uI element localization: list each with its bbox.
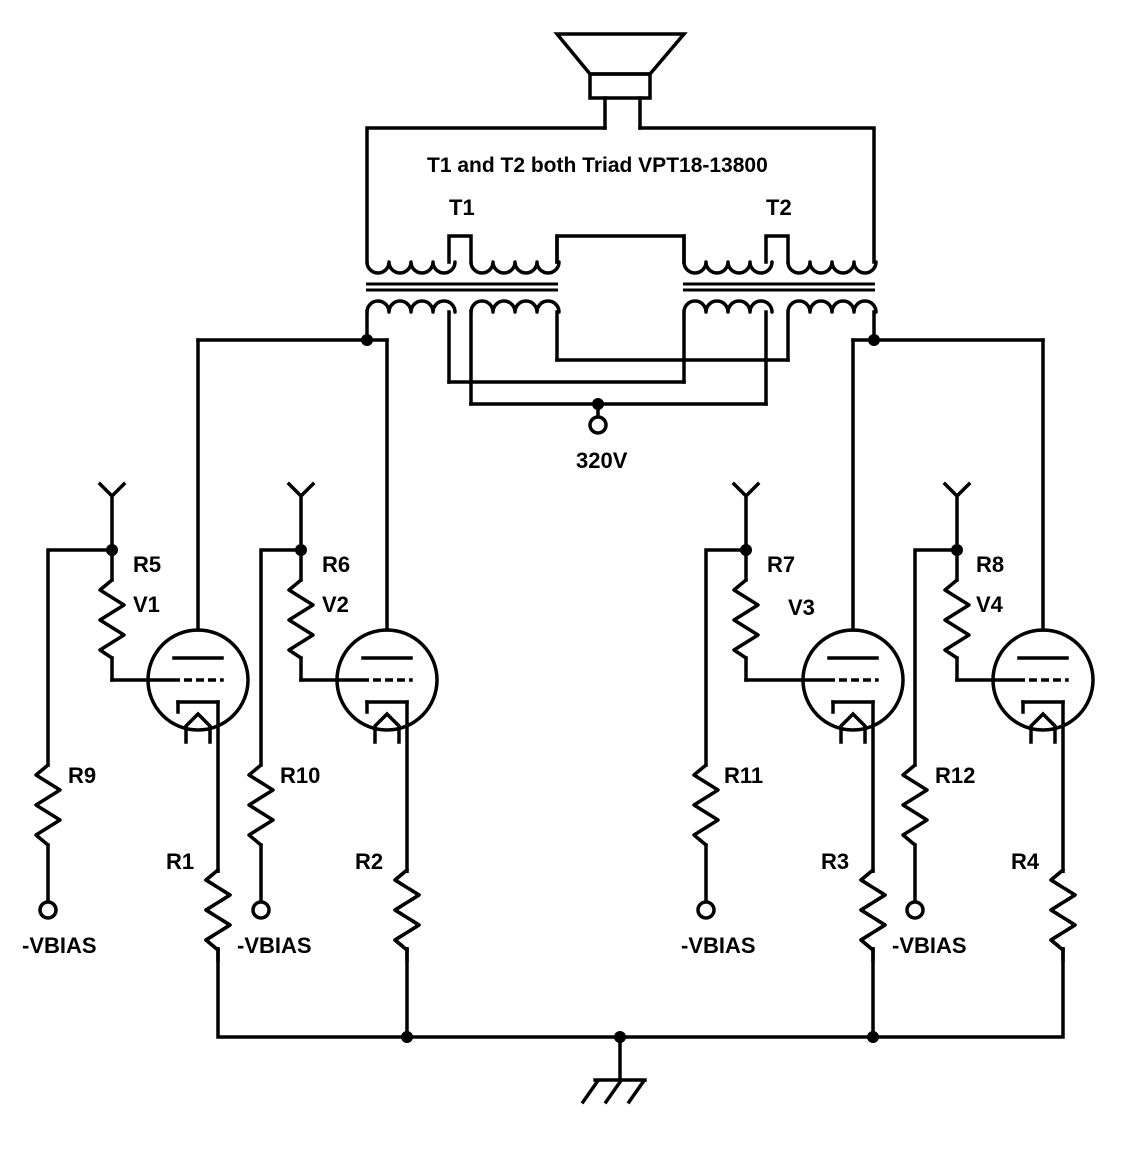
grid-network-v2 [247,481,316,920]
transformer-label-t2: T2 [766,195,792,220]
resistor-label-r8: R8 [976,552,1004,577]
transformer-t2 [682,234,878,406]
bias-label-4: -VBIAS [892,933,967,958]
grid-network-v3 [692,481,761,920]
resistor-label-r2: R2 [355,849,383,874]
supply-label: 320V [576,448,628,473]
resistor-label-r1: R1 [166,849,194,874]
resistor-label-r10: R10 [280,763,320,788]
tube-label-v2: V2 [322,592,349,617]
transformer-label-t1: T1 [449,195,475,220]
transformer-note: T1 and T2 both Triad VPT18-13800 [427,154,768,177]
grid-network-v4 [901,481,972,920]
ground-symbol [580,1035,647,1105]
grid-network-v1 [34,481,127,920]
resistor-label-r9: R9 [68,763,96,788]
bias-label-1: -VBIAS [22,933,97,958]
ground-bus [216,948,1065,1043]
bias-label-2: -VBIAS [237,933,312,958]
secondary-link [555,234,686,264]
resistor-label-r11: R11 [724,763,763,788]
tube-label-v3: V3 [788,595,815,620]
tube-label-v4: V4 [976,592,1004,617]
plate-wiring-right [851,334,1045,632]
transformer-t1 [365,234,561,406]
tube-v3 [744,628,905,962]
primary-wiring [447,358,790,435]
resistor-label-r12: R12 [935,763,975,788]
speaker-wires [365,126,876,264]
resistor-label-r5: R5 [133,552,161,577]
cathode-wire-masks [215,873,1066,947]
resistor-label-r4: R4 [1011,849,1040,874]
tube-label-v1: V1 [133,592,160,617]
resistor-label-r7: R7 [767,552,795,577]
plate-wiring-left [196,334,389,632]
resistor-label-r3: R3 [821,849,849,874]
speaker [553,32,688,130]
cathode-resistors-redraw [204,868,1077,952]
bias-label-3: -VBIAS [681,933,756,958]
resistor-label-r6: R6 [322,552,350,577]
